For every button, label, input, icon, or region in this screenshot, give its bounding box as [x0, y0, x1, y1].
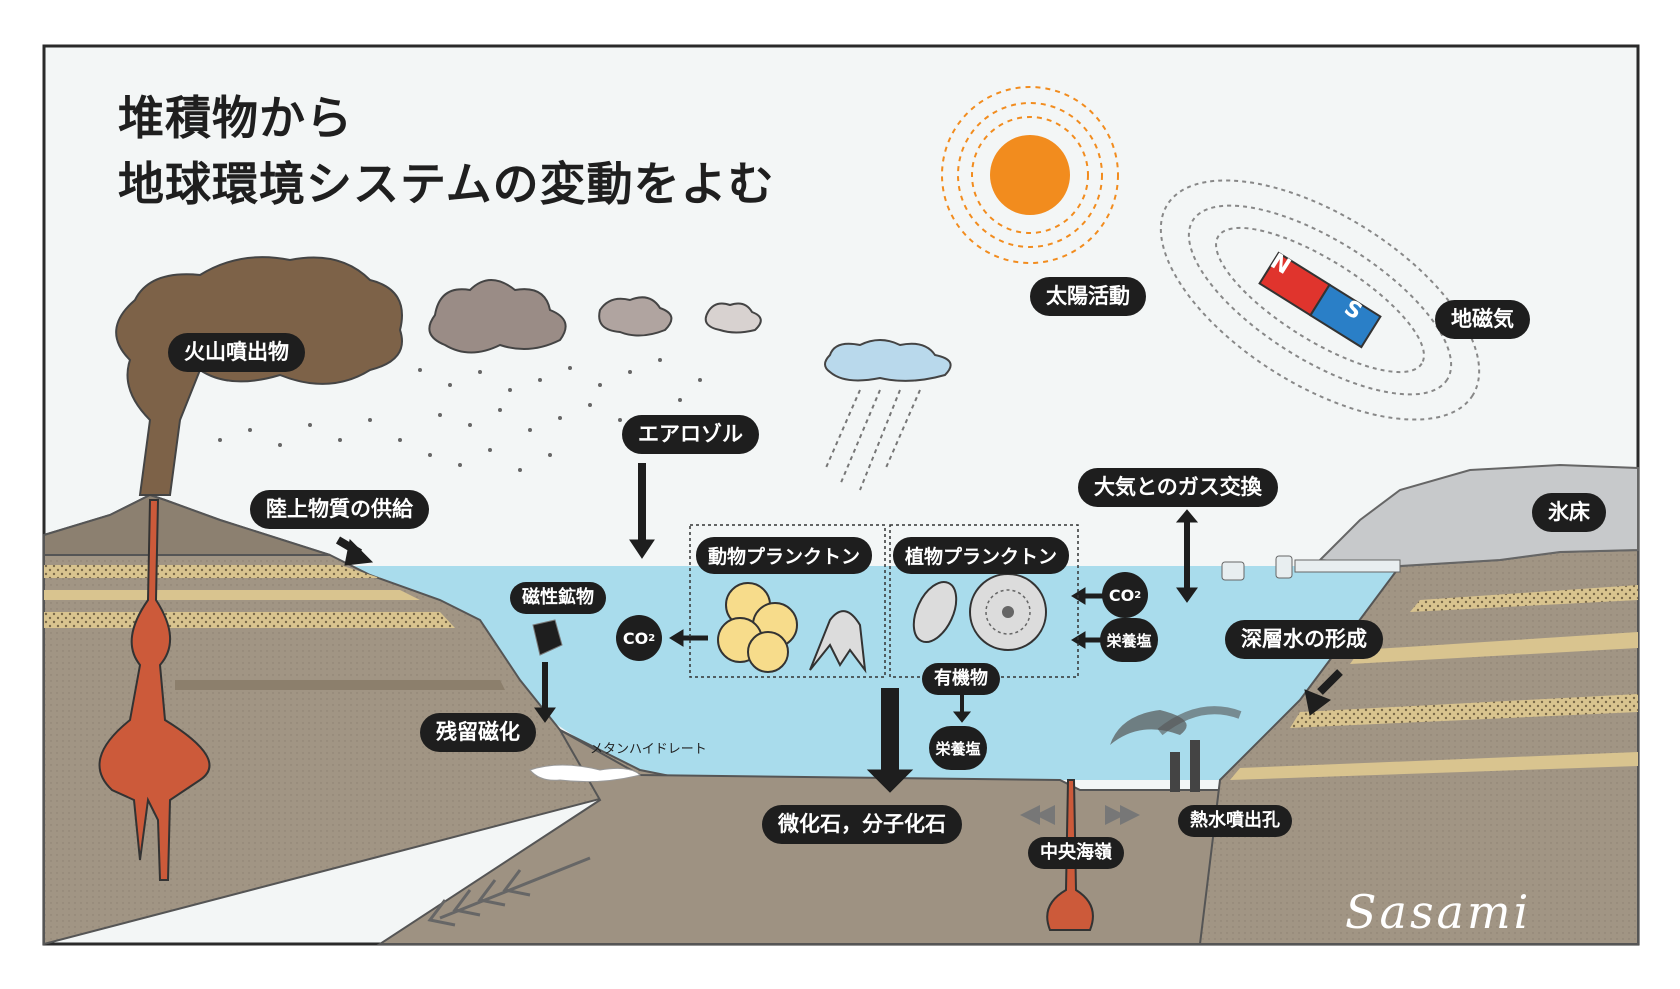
cloud-icon: [704, 302, 762, 334]
volcanic-plume: [115, 256, 403, 496]
label-mid-ocean-ridge: 中央海嶺: [1028, 837, 1124, 869]
label-volcanic-ejecta: 火山噴出物: [168, 333, 305, 373]
ridge-spreading-arrows: [1020, 805, 1140, 825]
left-sediment-layer: [44, 590, 420, 600]
label-magnetic-mineral: 磁性鉱物: [510, 582, 606, 614]
left-sediment-layer: [44, 612, 455, 628]
right-sediment-layer: [1350, 632, 1638, 664]
magma-chamber: [98, 499, 211, 881]
cloud-icon: [598, 296, 673, 337]
ice-shelf: [1294, 559, 1401, 573]
magnet-icon: [1258, 251, 1382, 349]
label-organic-matter: 有機物: [922, 663, 1000, 695]
label-remanent-magnetization: 残留磁化: [420, 713, 536, 753]
methane-hydrate: [529, 764, 641, 783]
right-sediment-layer: [1290, 694, 1638, 728]
coccolith-icon: [969, 573, 1047, 651]
left-sediment-layer: [175, 680, 505, 690]
subduction-arrows: [427, 856, 591, 927]
label-hydrothermal-vent: 熱水噴出孔: [1178, 805, 1292, 837]
diatom-icon: [912, 581, 958, 643]
label-geomagnetism: 地磁気: [1435, 300, 1530, 340]
right-sediment-layer: [1230, 752, 1638, 780]
label-zooplankton: 動物プランクトン: [696, 537, 873, 574]
co2-text: CO: [1108, 585, 1135, 605]
label-land-supply: 陸上物質の供給: [250, 490, 429, 530]
label-methane-hydrate: メタンハイドレート: [590, 742, 707, 757]
label-microfossils: 微化石，分子化石: [762, 805, 962, 845]
volcano-icon: [43, 493, 331, 556]
cloud-icon: [428, 279, 567, 354]
co2-subscript: 2: [648, 632, 656, 644]
label-solar-activity: 太陽活動: [1030, 277, 1146, 317]
label-phytoplankton: 植物プランクトン: [893, 537, 1070, 574]
hydrothermal-vent-icon: [1110, 706, 1242, 792]
label-ice-sheet: 氷床: [1532, 493, 1606, 533]
label-aerosol: エアロゾル: [622, 415, 759, 455]
radiolarian-icon: [809, 610, 867, 674]
signature: Sasami: [1345, 885, 1532, 939]
sun-icon: [941, 86, 1119, 264]
title-line-1: 堆積物から: [118, 91, 353, 145]
label-nutrients-upper: 栄養塩: [1100, 618, 1158, 662]
iceberg: [1275, 555, 1293, 579]
right-sediment-layer: [1410, 585, 1638, 612]
left-sediment-layer: [44, 565, 380, 578]
aerosol-particles: [218, 358, 702, 472]
ice-sheet: [1317, 463, 1639, 568]
rain-icon: [824, 389, 921, 491]
magnetic-mineral-icon: [532, 619, 563, 656]
magnet-field-lines: [1159, 179, 1481, 421]
co2-subscript: 2: [1134, 589, 1142, 601]
label-nutrients-lower: 栄養塩: [929, 726, 987, 770]
title-line-2: 地球環境システムの変動をよむ: [118, 157, 775, 211]
label-deep-water-formation: 深層水の形成: [1225, 620, 1383, 660]
label-gas-exchange: 大気とのガス交換: [1078, 468, 1278, 508]
zooplankton-box: [689, 524, 886, 678]
foraminifera-icon: [717, 582, 798, 673]
co2-text: CO: [622, 628, 649, 648]
iceberg: [1221, 561, 1245, 581]
cloud-icon: [824, 339, 952, 382]
